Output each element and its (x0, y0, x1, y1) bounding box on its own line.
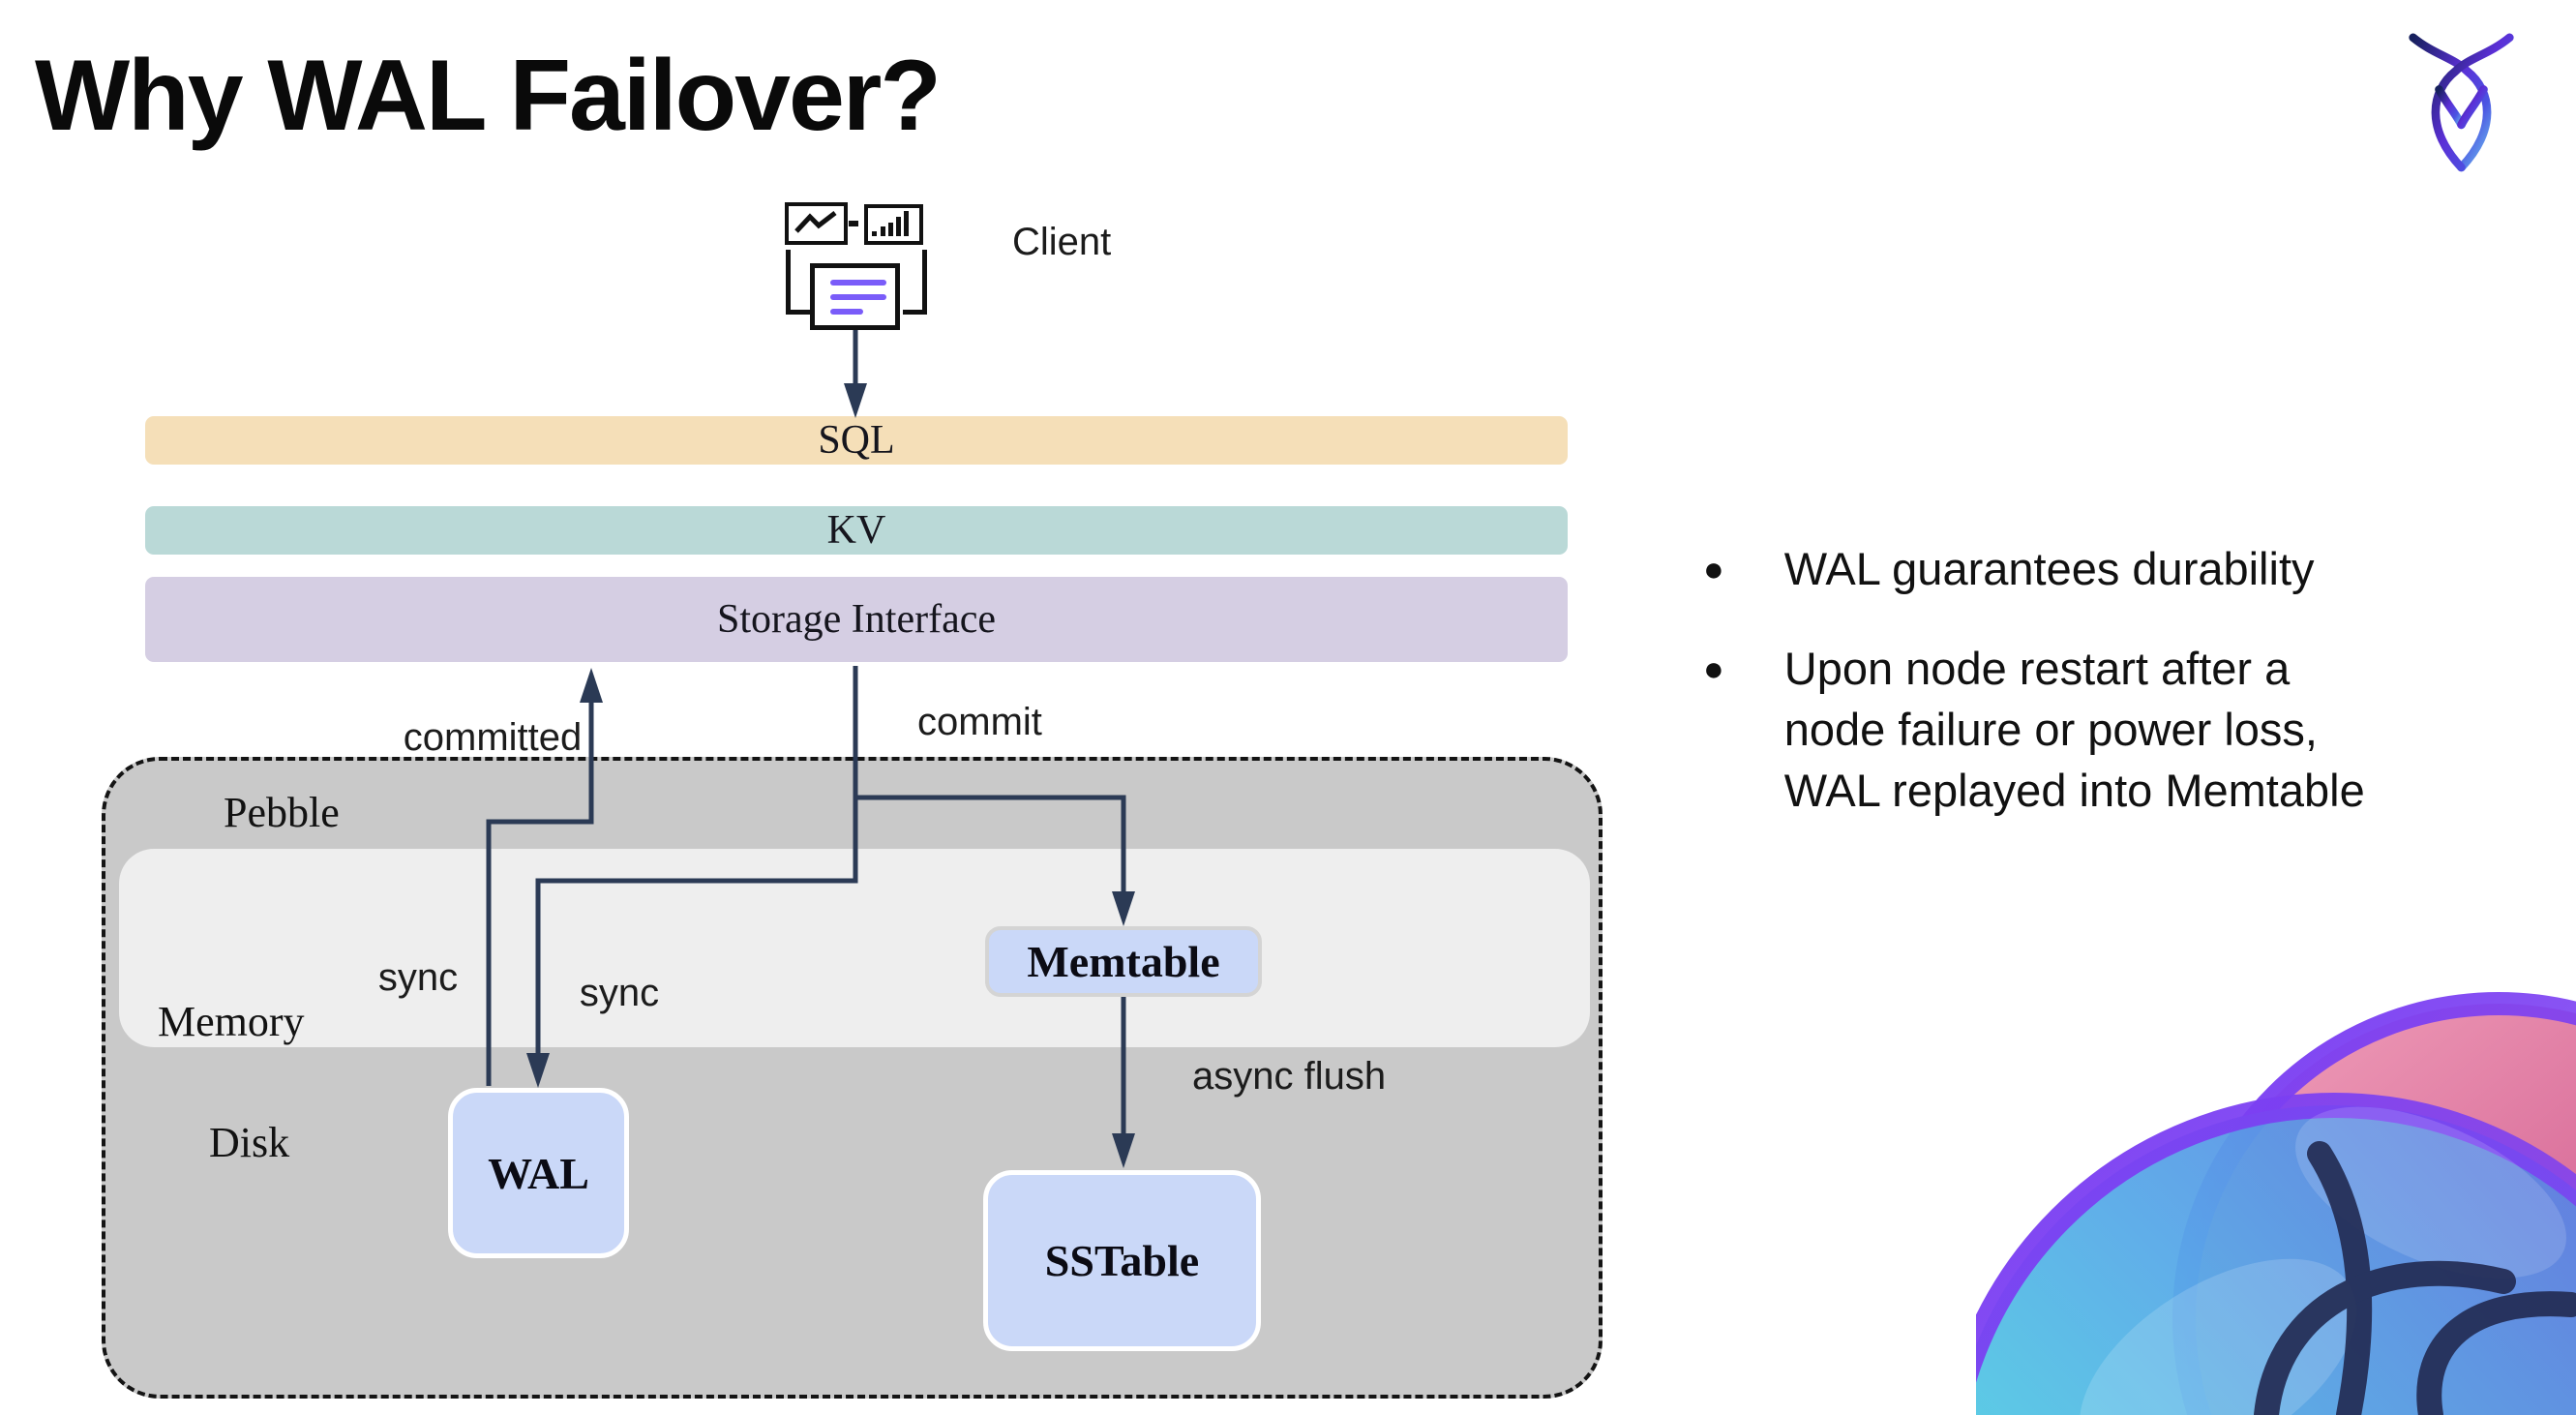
wal-label: WAL (488, 1148, 589, 1198)
client-linechart-icon (785, 202, 848, 245)
wal-node: WAL (448, 1088, 629, 1258)
commit-edge-label: commit (917, 701, 1042, 743)
page-title: Why WAL Failover? (35, 40, 942, 152)
bullet-dot-icon: ● (1703, 648, 1724, 688)
bullet-list: ● WAL guarantees durability ● Upon node … (1703, 538, 2535, 859)
memory-band (119, 849, 1590, 1047)
layer-label-sql: SQL (818, 418, 895, 463)
layer-label-kv: KV (826, 508, 886, 553)
sstable-label: SSTable (1044, 1236, 1200, 1285)
async-flush-label: async flush (1192, 1055, 1387, 1098)
memtable-label: Memtable (1027, 937, 1220, 986)
layer-bar-storage-interface: Storage Interface (145, 577, 1568, 662)
sync-label-right: sync (579, 972, 660, 1014)
client-label: Client (1012, 221, 1112, 263)
icon-connector-dash (849, 221, 858, 226)
cockroachdb-logo-icon (2409, 33, 2514, 172)
client-barchart-icon (864, 204, 923, 245)
bullet-text: WAL guarantees durability (1783, 543, 2315, 594)
pebble-label: Pebble (224, 789, 340, 836)
bullet-item: ● WAL guarantees durability (1703, 538, 2535, 599)
arrowhead-into-storage (580, 668, 603, 703)
arrowhead-into-sql (844, 383, 867, 418)
sstable-node: SSTable (983, 1170, 1261, 1351)
client-bracket-right (903, 250, 927, 315)
sync-label-left: sync (377, 956, 459, 999)
memtable-node: Memtable (985, 926, 1262, 997)
layer-bar-sql: SQL (145, 416, 1568, 465)
client-bracket-left (786, 250, 810, 315)
bullet-text: Upon node restart after a node failure o… (1783, 643, 2365, 816)
bullet-dot-icon: ● (1703, 549, 1724, 588)
committed-edge-label: committed (403, 716, 583, 759)
brand-artwork (1976, 992, 2576, 1415)
bullet-item: ● Upon node restart after a node failure… (1703, 638, 2535, 821)
layer-label-storage-interface: Storage Interface (717, 597, 996, 642)
disk-label: Disk (209, 1119, 290, 1166)
client-document-icon (810, 263, 900, 330)
memory-label: Memory (158, 998, 305, 1045)
layer-bar-kv: KV (145, 506, 1568, 555)
